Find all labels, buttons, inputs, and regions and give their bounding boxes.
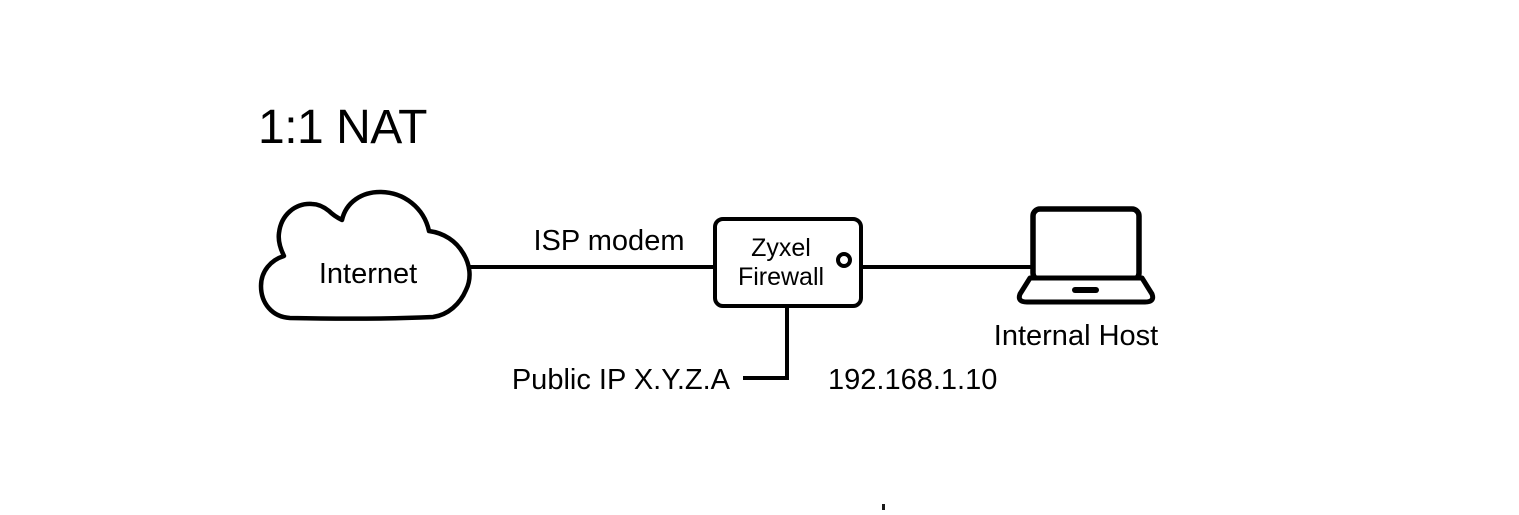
wan-link-line [468,265,715,269]
internal-host-label: Internal Host [993,320,1159,352]
public-ip-label: Public IP X.Y.Z.A [511,364,730,396]
public-ip-connector-vertical [785,306,789,380]
stray-mark [882,504,885,510]
isp-modem-label: ISP modem [533,225,685,257]
lan-link-line [861,265,1033,269]
firewall-led-icon [836,252,852,268]
diagram-title: 1:1 NAT [258,101,428,154]
laptop-icon [1016,206,1156,305]
internet-node-label: Internet [318,258,418,290]
lan-ip-label: 192.168.1.10 [828,364,998,396]
public-ip-connector-horizontal [743,376,789,380]
firewall-label-line2: Firewall [737,262,825,291]
firewall-label-line1: Zyxel [751,233,811,262]
internet-cloud-icon [258,189,472,321]
